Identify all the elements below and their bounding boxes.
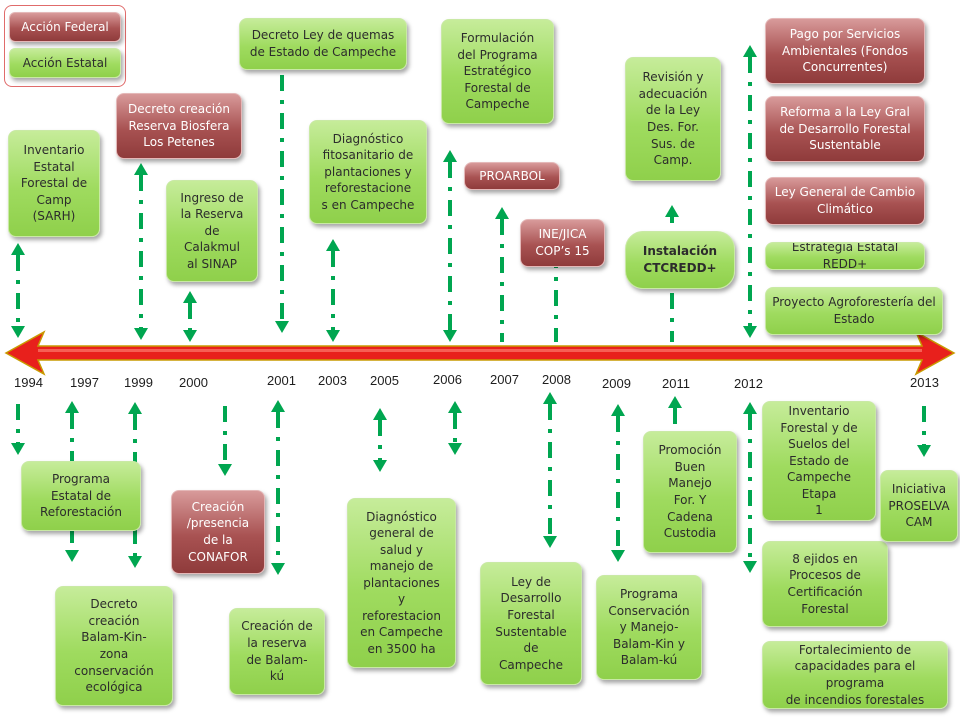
arrowhead-down bbox=[11, 326, 25, 338]
arrowhead-down bbox=[611, 550, 625, 562]
arrowhead-up bbox=[443, 150, 457, 162]
arrowhead-up bbox=[373, 408, 387, 420]
arrowhead-up bbox=[743, 45, 757, 57]
arrowhead-down bbox=[275, 321, 289, 333]
arrowhead-down bbox=[917, 445, 931, 457]
event-box: Ley General de Cambio Climático bbox=[765, 177, 925, 225]
arrowhead-up bbox=[134, 163, 148, 175]
arrowhead-down bbox=[743, 561, 757, 573]
event-box: Fortalecimiento de capacidades para el p… bbox=[762, 641, 948, 709]
event-box: 8 ejidos en Procesos de Certificación Fo… bbox=[762, 541, 888, 627]
arrowhead-up bbox=[271, 400, 285, 412]
year-label: 2000 bbox=[179, 375, 208, 390]
arrowhead-down bbox=[326, 330, 340, 342]
year-label: 2007 bbox=[490, 372, 519, 387]
year-label: 2013 bbox=[910, 375, 939, 390]
arrowhead-up bbox=[65, 401, 79, 413]
event-box: Inventario Forestal y de Suelos del Esta… bbox=[762, 401, 876, 521]
arrowhead-up bbox=[495, 207, 509, 219]
arrowhead-up bbox=[448, 401, 462, 413]
arrowhead-down bbox=[443, 330, 457, 342]
year-label: 1999 bbox=[124, 375, 153, 390]
event-box: PROARBOL bbox=[464, 162, 560, 190]
event-box: Formulación del Programa Estratégico For… bbox=[441, 19, 554, 124]
arrowhead-down bbox=[543, 536, 557, 548]
arrowhead-up bbox=[183, 291, 197, 303]
event-box: Decreto creación Balam-Kin- zona conserv… bbox=[55, 586, 173, 706]
event-box: Creación de la reserva de Balam- kú bbox=[229, 608, 325, 695]
arrowhead-up bbox=[743, 402, 757, 414]
year-label: 1997 bbox=[70, 375, 99, 390]
arrowhead-down bbox=[183, 330, 197, 342]
year-label: 2001 bbox=[267, 373, 296, 388]
year-label: 2006 bbox=[433, 372, 462, 387]
arrowhead-down bbox=[271, 563, 285, 575]
event-box: Proyecto Agroforestería del Estado bbox=[765, 287, 943, 335]
event-box: Creación /presencia de la CONAFOR bbox=[171, 490, 265, 574]
arrowhead-up bbox=[128, 402, 142, 414]
event-box: Revisión y adecuación de la Ley Des. For… bbox=[625, 57, 721, 181]
timeline-axis-highlight bbox=[38, 349, 922, 352]
event-box: INE/JICA COP’s 15 bbox=[520, 219, 605, 267]
event-box: Estrategia Estatal REDD+ bbox=[765, 242, 925, 270]
arrowhead-down bbox=[743, 326, 757, 338]
event-box: Diagnóstico fitosanitario de plantacione… bbox=[309, 120, 427, 224]
arrowhead-up bbox=[326, 239, 340, 251]
arrowhead-down bbox=[448, 443, 462, 455]
event-box: Ley de Desarrollo Forestal Sustentable d… bbox=[480, 562, 582, 685]
year-label: 2011 bbox=[662, 376, 690, 391]
event-box: Promoción Buen Manejo For. Y Cadena Cust… bbox=[643, 431, 737, 553]
event-box: Programa Conservación y Manejo- Balam-Ki… bbox=[596, 575, 702, 680]
year-label: 1994 bbox=[14, 375, 43, 390]
year-label: 2009 bbox=[602, 376, 631, 391]
event-box: Inventario Estatal Forestal de Camp (SAR… bbox=[8, 130, 100, 237]
event-box: Decreto creación Reserva Biosfera Los Pe… bbox=[116, 93, 242, 159]
event-box: Pago por Servicios Ambientales (Fondos C… bbox=[765, 18, 925, 84]
event-box: Iniciativa PROSELVA CAM bbox=[880, 470, 958, 542]
event-box: Programa Estatal de Reforestación bbox=[21, 461, 141, 531]
legend-federal: Acción Federal bbox=[9, 12, 121, 42]
arrowhead-down bbox=[218, 464, 232, 476]
legend-estatal: Acción Estatal bbox=[9, 48, 121, 78]
arrowhead-up bbox=[543, 392, 557, 404]
year-label: 2012 bbox=[734, 376, 763, 391]
event-box: Diagnóstico general de salud y manejo de… bbox=[347, 498, 456, 668]
arrowhead-down bbox=[65, 550, 79, 562]
arrowhead-down bbox=[11, 443, 25, 455]
event-box: Decreto Ley de quemas de Estado de Campe… bbox=[239, 18, 407, 70]
event-box: Reforma a la Ley Gral de Desarrollo Fore… bbox=[765, 96, 925, 162]
arrowhead-down bbox=[128, 556, 142, 568]
arrowhead-up bbox=[668, 396, 682, 408]
arrowhead-up bbox=[665, 205, 679, 217]
arrowhead-down bbox=[373, 460, 387, 472]
arrowhead-up bbox=[611, 404, 625, 416]
arrowhead-down bbox=[134, 328, 148, 340]
legend bbox=[4, 5, 126, 87]
arrowhead-up bbox=[11, 243, 25, 255]
year-label: 2008 bbox=[542, 372, 571, 387]
event-box: Instalación CTCREDD+ bbox=[625, 231, 735, 289]
year-label: 2005 bbox=[370, 373, 399, 388]
event-box: Ingreso de la Reserva de Calakmul al SIN… bbox=[166, 180, 258, 282]
timeline-axis bbox=[4, 330, 956, 376]
year-label: 2003 bbox=[318, 373, 347, 388]
